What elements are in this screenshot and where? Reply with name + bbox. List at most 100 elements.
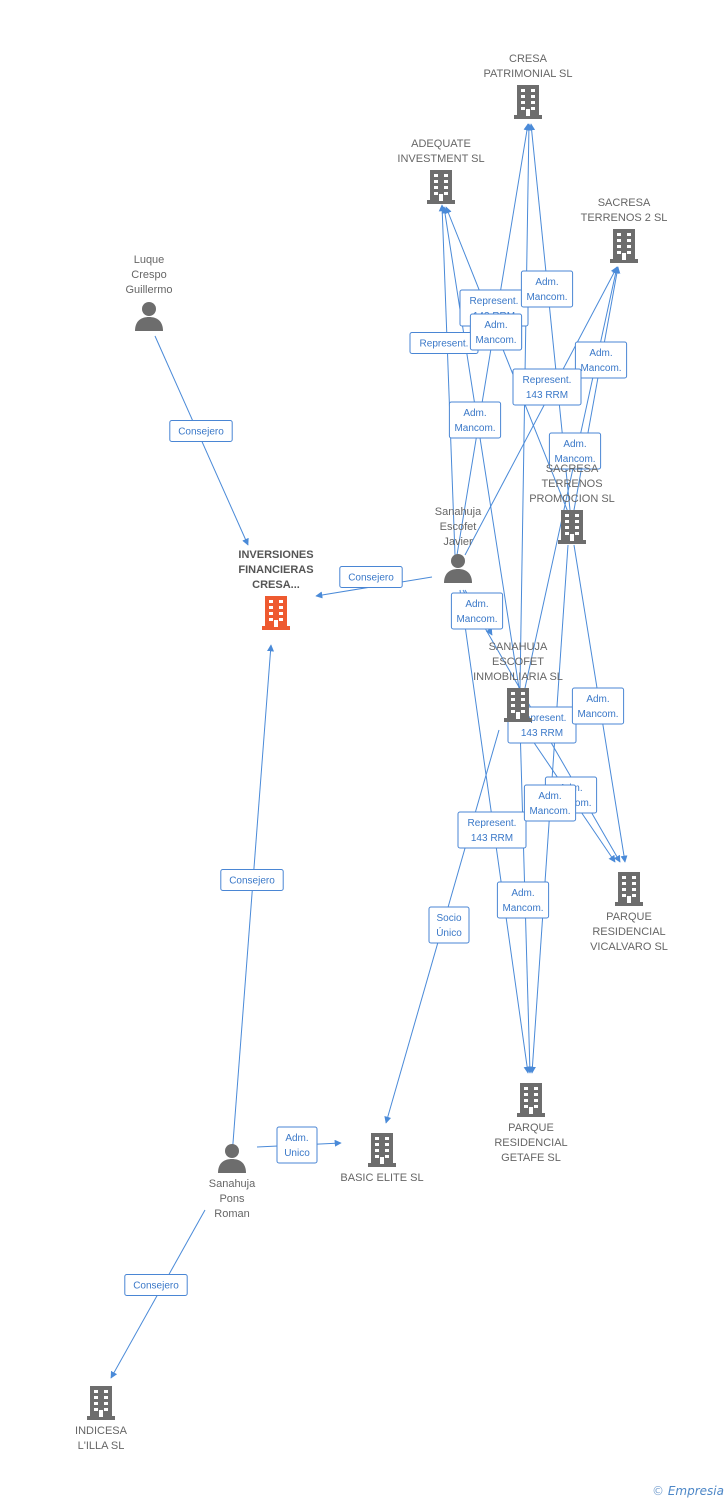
edge-label-sacresa_promo-to-cresa_patrimonial[interactable]: Adm.Mancom. <box>520 270 574 308</box>
copyright-symbol: © <box>652 1484 665 1498</box>
edge-label-sacresa_promo-to-vicalvaro[interactable]: Adm.Mancom. <box>571 687 625 725</box>
building-icon <box>514 85 542 119</box>
edge-label-text: Represent. <box>523 375 572 386</box>
edge-label-text: Consejero <box>133 1281 179 1292</box>
edge-label-box <box>457 811 527 849</box>
edge-label-text: 143 RRM <box>471 833 513 844</box>
edge-label-sanahuja_roman-to-basic[interactable]: Adm.Unico <box>276 1126 318 1164</box>
edge-label-text: Adm. <box>538 791 561 802</box>
edge-label-text: Adm. <box>465 599 488 610</box>
node-label: Guillermo <box>125 284 172 296</box>
edge-sanahuja_javier-to-adequate <box>438 204 456 556</box>
edge-label-text: Represent. <box>470 296 519 307</box>
node-adequate[interactable]: ADEQUATE INVESTMENT SL <box>397 138 485 204</box>
edge-sacresa_promo-to-adequate <box>445 206 569 513</box>
edge-label-sanahuja_inmo-to-adequate[interactable]: Represent. <box>409 332 479 354</box>
building-icon <box>368 1133 396 1167</box>
node-label: RESIDENCIAL <box>592 926 665 938</box>
edge-label-sacresa_promo-to-sacresa2[interactable]: Adm.Mancom. <box>548 432 602 470</box>
node-label: Sanahuja <box>435 506 482 518</box>
node-label: Sanahuja <box>209 1178 256 1190</box>
building-icon <box>427 170 455 204</box>
edge-label-box <box>448 401 502 439</box>
edge-label-text: Represent. <box>420 339 469 350</box>
edge-label-sanahuja_javier-to-sacresa2[interactable]: Adm.Mancom. <box>574 341 628 379</box>
node-label: L'ILLA SL <box>78 1440 125 1452</box>
edge-label-box <box>124 1274 188 1296</box>
node-label: INDICESA <box>75 1425 128 1437</box>
node-label: PATRIMONIAL SL <box>483 68 572 80</box>
edge-label-text: Mancom. <box>456 614 497 625</box>
edge-label-box <box>469 313 523 351</box>
node-label: INVERSIONES <box>238 549 313 561</box>
building-icon <box>610 229 638 263</box>
edge-sanahuja_inmo-to-cresa_patrimonial <box>519 123 533 689</box>
edge-label-text: Mancom. <box>475 335 516 346</box>
edge-label-sanahuja_javier-to-adequate[interactable]: Adm.Mancom. <box>448 401 502 439</box>
edge-label-text: Mancom. <box>526 292 567 303</box>
node-cresa_patrimonial[interactable]: CRESA PATRIMONIAL SL <box>483 53 573 119</box>
edge-label-sanahuja_javier-to-getafe[interactable]: Adm. Mancom. <box>496 881 550 919</box>
node-label: TERRENOS <box>541 478 602 490</box>
edge-label-box <box>548 432 602 470</box>
edge-label-sacresa_promo-to-getafe[interactable]: Adm.Mancom. <box>523 784 577 822</box>
node-label: Escofet <box>440 521 477 533</box>
node-label: SACRESA <box>546 463 599 475</box>
edge-label-sanahuja_inmo-to-getafe[interactable]: Represent.143 RRM <box>457 811 527 849</box>
edge-label-box <box>220 869 284 891</box>
edge-sanahuja_inmo-to-adequate <box>441 206 520 689</box>
edge-label-text: Consejero <box>348 573 394 584</box>
node-label: VICALVARO SL <box>590 941 668 953</box>
edge-label-text: Unico <box>284 1148 310 1159</box>
building-icon <box>87 1386 115 1420</box>
person-icon <box>218 1144 246 1173</box>
edge-label-text: 143 RRM <box>521 728 563 739</box>
node-inversiones[interactable]: INVERSIONESFINANCIERASCRESA... <box>238 549 314 630</box>
edge-label-text: Socio <box>436 913 461 924</box>
edge-label-box <box>339 566 403 588</box>
building-icon <box>558 510 586 544</box>
node-indicesa[interactable]: INDICESA L'ILLA SL <box>75 1386 128 1452</box>
node-label: SANAHUJA <box>489 641 548 653</box>
edge-label-text: Adm. <box>563 439 586 450</box>
edge-label-text: Adm. <box>511 888 534 899</box>
edge-label-text: Mancom. <box>577 709 618 720</box>
edge-label-text: Mancom. <box>502 903 543 914</box>
edge-label-box <box>276 1126 318 1164</box>
nodes-layer: CRESA PATRIMONIAL SL ADEQUATE INVESTMENT SL… <box>75 53 668 1452</box>
edge-label-sanahuja_roman-to-inversiones[interactable]: Consejero <box>220 869 284 891</box>
node-label: BASIC ELITE SL <box>340 1172 423 1184</box>
edge-label-sanahuja_javier-to-sanahuja_inmo[interactable]: Adm. Mancom. <box>450 592 504 630</box>
node-label: TERRENOS 2 SL <box>581 212 668 224</box>
edge-label-sanahuja_roman-to-indicesa[interactable]: Consejero <box>124 1274 188 1296</box>
person-icon <box>135 302 163 331</box>
edge-label-sacresa_promo-to-adequate[interactable]: Adm.Mancom. <box>469 313 523 351</box>
edge-labels-layer: ConsejeroConsejeroConsejeroAdm.UnicoCons… <box>124 270 628 1296</box>
node-label: ESCOFET <box>492 656 544 668</box>
node-label: ADEQUATE <box>411 138 471 150</box>
edge-label-box <box>496 881 550 919</box>
node-label: Crespo <box>131 269 166 281</box>
building-icon <box>262 596 290 630</box>
edge-label-box <box>520 270 574 308</box>
edge-label-box <box>571 687 625 725</box>
node-basic[interactable]: BASIC ELITE SL <box>340 1133 424 1184</box>
edge-label-luque-to-inversiones[interactable]: Consejero <box>169 420 233 442</box>
edge-label-sanahuja_inmo-to-sacresa2[interactable]: Represent.143 RRM <box>512 368 582 406</box>
edge-label-text: Consejero <box>178 427 224 438</box>
edge-label-sanahuja_javier-to-inversiones[interactable]: Consejero <box>339 566 403 588</box>
person-icon <box>444 554 472 583</box>
node-label: INVESTMENT SL <box>397 153 484 165</box>
node-label: Roman <box>214 1208 249 1220</box>
node-label: CRESA <box>509 53 548 65</box>
edge-label-box <box>523 784 577 822</box>
